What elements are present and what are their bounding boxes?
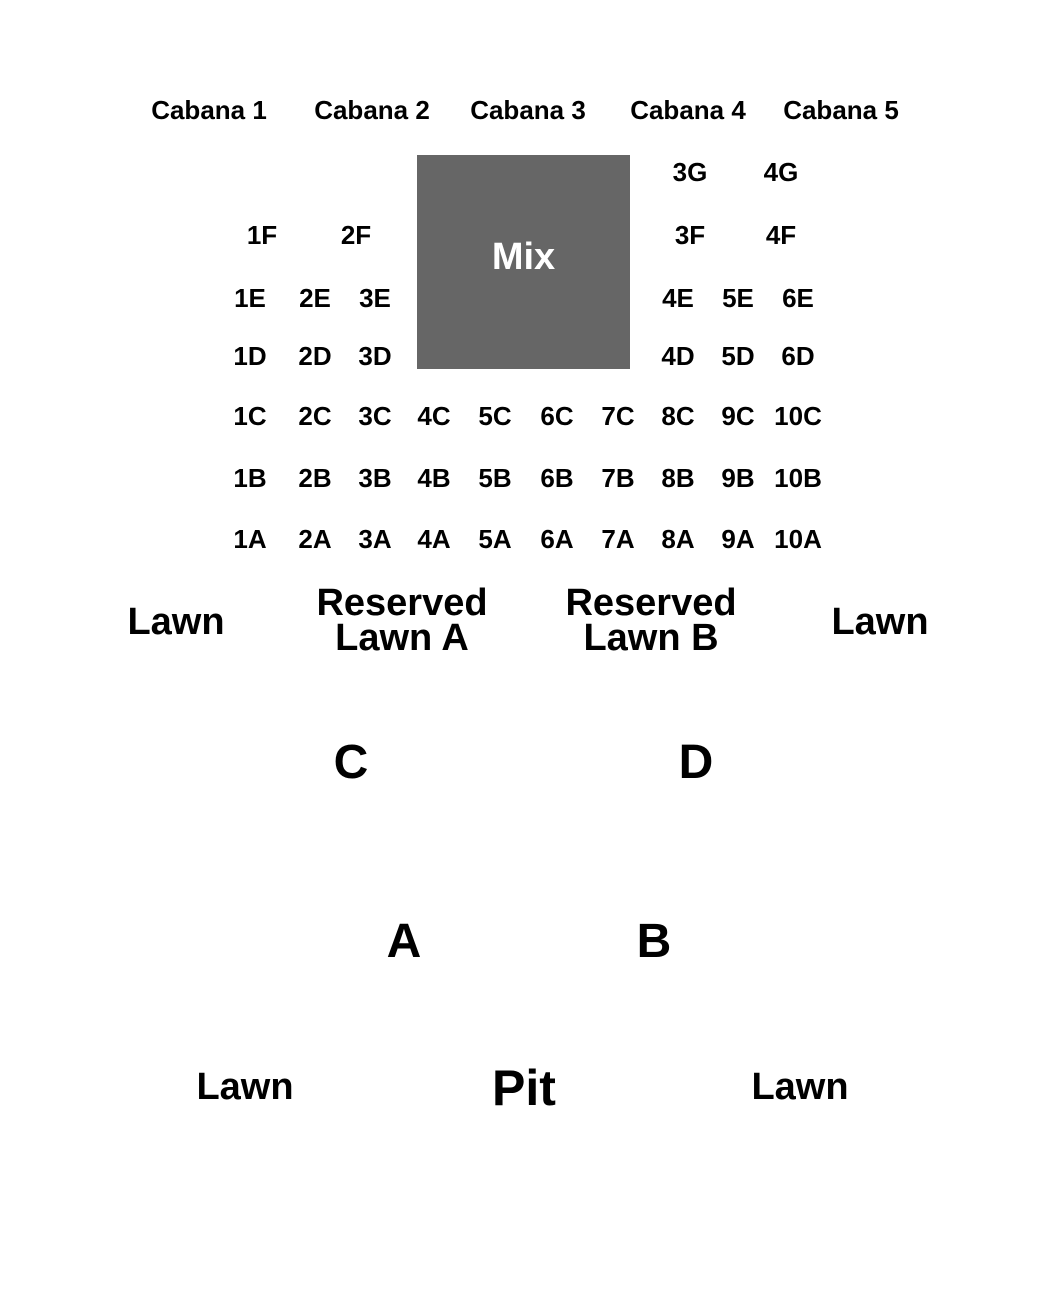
seat-4b: 4B: [417, 463, 451, 493]
seat-5e: 5E: [722, 283, 754, 313]
seat-7b: 7B: [601, 463, 635, 493]
seat-3b: 3B: [358, 463, 392, 493]
seat-3g: 3G: [672, 157, 708, 187]
seat-3c: 3C: [358, 401, 392, 431]
seat-4f: 4F: [765, 220, 797, 250]
lawn-lower-left-label: Lawn: [196, 1066, 294, 1108]
seat-9a: 9A: [721, 524, 755, 554]
seat-6d: 6D: [781, 341, 815, 371]
seat-8a: 8A: [661, 524, 695, 554]
seat-2d: 2D: [298, 341, 332, 371]
seat-1d: 1D: [233, 341, 267, 371]
cabana-1-label: Cabana 1: [151, 95, 267, 125]
reserved-lawn-a-line2: Lawn A: [335, 617, 469, 659]
lawn-lower-right-label: Lawn: [751, 1066, 849, 1108]
seat-4d: 4D: [661, 341, 695, 371]
reserved-lawn-b-line2: Lawn B: [583, 617, 719, 659]
cabana-2-label: Cabana 2: [314, 95, 430, 125]
seat-2c: 2C: [298, 401, 332, 431]
seat-3e: 3E: [359, 283, 391, 313]
seat-8b: 8B: [661, 463, 695, 493]
reserved-lawn-a-line1: Reserved: [316, 582, 488, 625]
seat-4g: 4G: [763, 157, 799, 187]
seat-5d: 5D: [721, 341, 755, 371]
lawn-upper-left-label: Lawn: [127, 601, 225, 643]
mix-label: Mix: [491, 235, 556, 278]
section-a-label: A: [386, 915, 422, 968]
lawn-upper-right-label: Lawn: [831, 601, 929, 643]
pit-label: Pit: [492, 1060, 556, 1116]
mix-position-box: Mix: [417, 155, 630, 369]
seat-2e: 2E: [299, 283, 331, 313]
reserved-lawn-a-label: Reserved Lawn A: [316, 582, 488, 659]
seat-6c: 6C: [540, 401, 574, 431]
seat-7c: 7C: [601, 401, 635, 431]
seat-3a: 3A: [358, 524, 392, 554]
seat-10b: 10B: [774, 463, 822, 493]
section-d-label: D: [678, 736, 714, 789]
seat-10a: 10A: [774, 524, 822, 554]
cabana-4-label: Cabana 4: [630, 95, 746, 125]
seat-5c: 5C: [478, 401, 512, 431]
seat-2f: 2F: [340, 220, 372, 250]
seat-4c: 4C: [417, 401, 451, 431]
seat-6b: 6B: [540, 463, 574, 493]
seat-9c: 9C: [721, 401, 755, 431]
seat-1f: 1F: [246, 220, 278, 250]
seat-1a: 1A: [233, 524, 267, 554]
seat-4e: 4E: [662, 283, 694, 313]
cabana-3-label: Cabana 3: [470, 95, 586, 125]
reserved-lawn-b-line1: Reserved: [565, 582, 737, 625]
reserved-lawn-b-label: Reserved Lawn B: [565, 582, 737, 659]
seat-3d: 3D: [358, 341, 392, 371]
seat-7a: 7A: [601, 524, 635, 554]
seat-1c: 1C: [233, 401, 267, 431]
seat-8c: 8C: [661, 401, 695, 431]
seat-2b: 2B: [298, 463, 332, 493]
seat-5b: 5B: [478, 463, 512, 493]
seat-1b: 1B: [233, 463, 267, 493]
seat-2a: 2A: [298, 524, 332, 554]
section-b-label: B: [636, 915, 672, 968]
seat-9b: 9B: [721, 463, 755, 493]
seat-6e: 6E: [782, 283, 814, 313]
seat-5a: 5A: [478, 524, 512, 554]
section-c-label: C: [333, 736, 369, 789]
seat-3f: 3F: [674, 220, 706, 250]
cabana-5-label: Cabana 5: [783, 95, 899, 125]
seat-4a: 4A: [417, 524, 451, 554]
seat-10c: 10C: [774, 401, 822, 431]
seat-6a: 6A: [540, 524, 574, 554]
seat-1e: 1E: [234, 283, 266, 313]
